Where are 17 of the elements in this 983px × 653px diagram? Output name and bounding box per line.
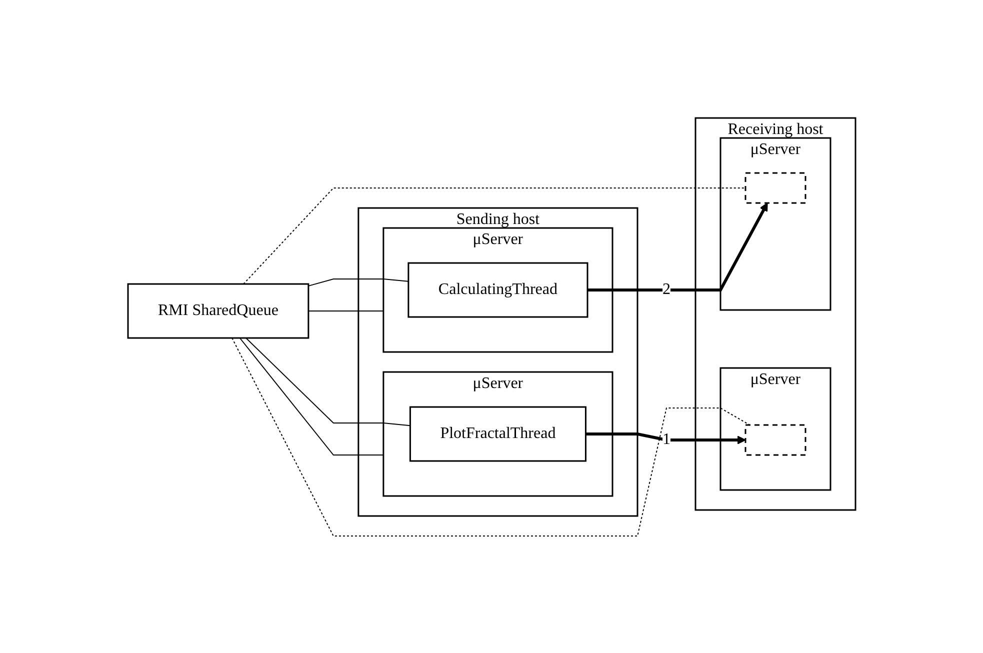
connector bbox=[308, 278, 409, 286]
arrow bbox=[587, 202, 768, 291]
cluster: μServer bbox=[719, 366, 831, 490]
connector bbox=[242, 187, 746, 284]
arrow bbox=[585, 432, 746, 444]
connector bbox=[239, 337, 384, 455]
node-box bbox=[744, 172, 806, 204]
cluster: μServer bbox=[719, 136, 831, 310]
node-box: CalculatingThread bbox=[407, 262, 588, 318]
connector bbox=[245, 337, 410, 426]
node-box bbox=[744, 424, 806, 456]
connector bbox=[231, 337, 750, 536]
connector bbox=[308, 310, 384, 311]
node-box: RMI SharedQueue bbox=[127, 282, 309, 338]
edge-label: 2 bbox=[662, 280, 670, 298]
edge-label: 1 bbox=[662, 430, 670, 448]
node-box: PlotFractalThread bbox=[409, 406, 586, 462]
